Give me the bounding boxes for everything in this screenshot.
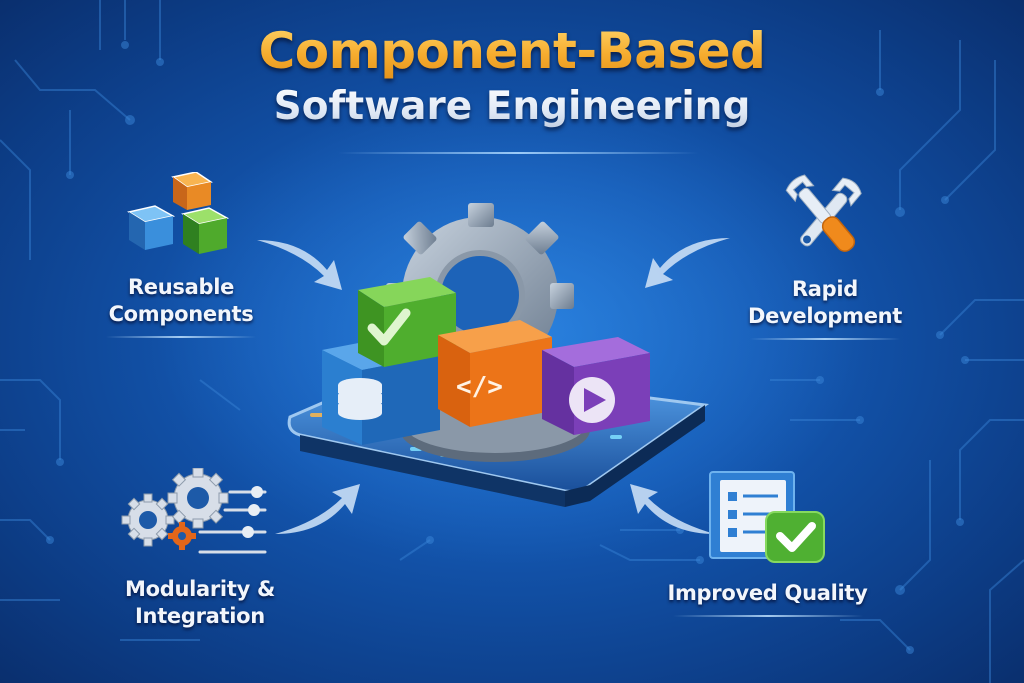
play-block (542, 337, 650, 435)
play-icon (569, 377, 615, 423)
feature-label-line1: Reusable (127, 275, 235, 299)
feature-label-line1: Rapid (791, 277, 859, 301)
feature-label-line2: Development (747, 304, 903, 328)
feature-label-line1: Modularity & (125, 577, 275, 601)
feature-modularity-integration: Modularity & Integration (110, 468, 290, 630)
feature-rapid-development: Rapid Development (735, 172, 915, 340)
feature-divider (106, 336, 256, 338)
feature-divider (672, 615, 863, 617)
feature-label-line1: Improved Quality (667, 581, 868, 605)
arrow-top-left-icon (257, 240, 342, 290)
component-platform-illustration: </> (287, 203, 710, 507)
code-block: </> (438, 320, 552, 427)
checklist-approved-icon (708, 471, 825, 563)
feature-label-line2: Components (108, 302, 254, 326)
page-title: Component-Based (0, 22, 1024, 80)
title-block: Component-Based Software Engineering (0, 22, 1024, 132)
feature-improved-quality: Improved Quality (655, 470, 880, 617)
feature-divider (750, 338, 900, 340)
database-icon (338, 378, 382, 420)
gears-sliders-icon (121, 468, 267, 554)
page-subtitle: Software Engineering (0, 82, 1024, 132)
arrow-bottom-left-icon (275, 484, 360, 534)
code-icon: </> (456, 372, 503, 402)
feature-reusable-components: Reusable Components (96, 172, 266, 338)
arrow-bottom-right-icon (630, 484, 715, 534)
feature-label-line2: Integration (135, 604, 265, 628)
title-divider (338, 152, 698, 154)
checkmark-icon (367, 308, 411, 346)
arrow-top-right-icon (645, 238, 730, 288)
stacked-cubes-icon (127, 172, 230, 254)
wrench-screwdriver-icon (785, 174, 862, 252)
checkmark-block (358, 277, 456, 367)
